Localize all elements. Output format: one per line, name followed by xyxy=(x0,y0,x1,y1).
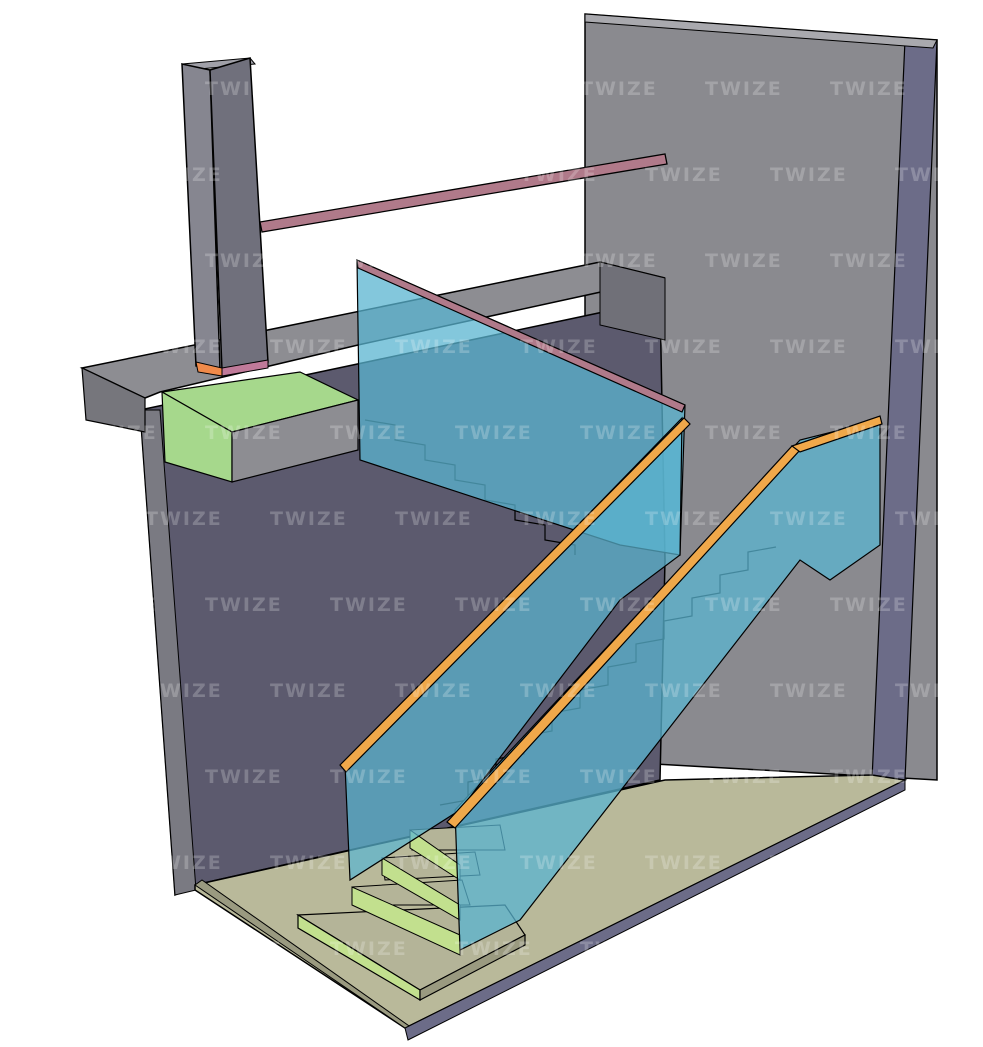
watermark-text: TWIZE xyxy=(705,766,783,788)
watermark-text: TWIZE xyxy=(80,766,158,788)
watermark-text: TWIZE xyxy=(330,938,408,960)
watermark-text: TWIZE xyxy=(145,164,223,186)
watermark-text: TWIZE xyxy=(270,852,348,874)
watermark-text: TWIZE xyxy=(830,422,908,444)
right-glass-panel xyxy=(454,419,881,951)
watermark-text: TWIZE xyxy=(455,422,533,444)
watermark-text: TWIZE xyxy=(520,164,598,186)
watermark-text: TWIZE xyxy=(205,594,283,616)
watermark-text: TWIZE xyxy=(20,852,98,874)
watermark-text: TWIZE xyxy=(205,422,283,444)
watermark-text: TWIZE xyxy=(455,594,533,616)
watermark-text: TWIZE xyxy=(520,508,598,530)
watermark-text: TWIZE xyxy=(705,422,783,444)
watermark-text: TWIZE xyxy=(645,336,723,358)
watermark-text: TWIZE xyxy=(645,508,723,530)
watermark-text: TWIZE xyxy=(830,250,908,272)
watermark-text: TWIZE xyxy=(395,508,473,530)
watermark-text: TWIZE xyxy=(205,938,283,960)
watermark-text: TWIZE xyxy=(830,766,908,788)
watermark-text: TWIZE xyxy=(270,336,348,358)
watermark-text: TWIZE xyxy=(455,250,533,272)
watermark-text: TWIZE xyxy=(955,766,983,788)
watermark-text: TWIZE xyxy=(830,78,908,100)
watermark-text: TWIZE xyxy=(705,250,783,272)
watermark-text: TWIZE xyxy=(770,852,848,874)
watermark-text: TWIZE xyxy=(645,680,723,702)
watermark-text: TWIZE xyxy=(455,766,533,788)
watermark-text: TWIZE xyxy=(520,336,598,358)
watermark-text: TWIZE xyxy=(580,938,658,960)
watermark-text: TWIZE xyxy=(955,78,983,100)
watermark-text: TWIZE xyxy=(270,164,348,186)
watermark-text: TWIZE xyxy=(395,164,473,186)
watermark-text: TWIZE xyxy=(80,938,158,960)
watermark-text: TWIZE xyxy=(955,938,983,960)
watermark-text: TWIZE xyxy=(205,78,283,100)
watermark-text: TWIZE xyxy=(455,938,533,960)
watermark-text: TWIZE xyxy=(330,78,408,100)
watermark-text: TWIZE xyxy=(520,852,598,874)
watermark-text: TWIZE xyxy=(705,78,783,100)
green-block xyxy=(160,371,360,483)
watermark-text: TWIZE xyxy=(20,680,98,702)
watermark-text: TWIZE xyxy=(395,336,473,358)
watermark-text: TWIZE xyxy=(830,594,908,616)
watermark-text: TWIZE xyxy=(330,422,408,444)
watermark-text: TWIZE xyxy=(895,508,973,530)
watermark-text: TWIZE xyxy=(330,594,408,616)
watermark-text: TWIZE xyxy=(580,594,658,616)
upper-rail xyxy=(259,153,668,233)
watermark-text: TWIZE xyxy=(395,852,473,874)
watermark-text: TWIZE xyxy=(80,78,158,100)
watermark-text: TWIZE xyxy=(895,336,973,358)
watermark-text: TWIZE xyxy=(580,766,658,788)
watermark-text: TWIZE xyxy=(270,508,348,530)
watermark-text: TWIZE xyxy=(955,250,983,272)
watermark-text: TWIZE xyxy=(895,164,973,186)
watermark-text: TWIZE xyxy=(520,680,598,702)
watermark-text: TWIZE xyxy=(20,508,98,530)
watermark-text: TWIZE xyxy=(580,250,658,272)
watermark-text: TWIZE xyxy=(580,422,658,444)
watermark-text: TWIZE xyxy=(770,508,848,530)
watermark-text: TWIZE xyxy=(895,680,973,702)
watermark-text: TWIZE xyxy=(80,250,158,272)
watermark-layer: TWIZE TWIZE TWIZE TWIZE TWIZE TWIZE TWIZE TWIZE… xyxy=(20,78,983,960)
watermark-text: TWIZE xyxy=(955,594,983,616)
watermark-text: TWIZE xyxy=(20,336,98,358)
watermark-text: TWIZE xyxy=(270,680,348,702)
handrails xyxy=(339,415,883,829)
watermark-text: TWIZE xyxy=(205,250,283,272)
watermark-text: TWIZE xyxy=(580,78,658,100)
watermark-text: TWIZE xyxy=(205,766,283,788)
watermark-text: TWIZE xyxy=(770,680,848,702)
watermark-text: TWIZE xyxy=(145,336,223,358)
watermark-text: TWIZE xyxy=(955,422,983,444)
watermark-text: TWIZE xyxy=(830,938,908,960)
watermark-text: TWIZE xyxy=(20,164,98,186)
watermark-text: TWIZE xyxy=(80,594,158,616)
watermark-text: TWIZE xyxy=(770,164,848,186)
watermark-text: TWIZE xyxy=(145,508,223,530)
watermark-text: TWIZE xyxy=(645,852,723,874)
watermark-text: TWIZE xyxy=(80,422,158,444)
watermark-text: TWIZE xyxy=(645,164,723,186)
watermark-text: TWIZE xyxy=(330,766,408,788)
column xyxy=(180,57,269,377)
watermark-text: TWIZE xyxy=(705,938,783,960)
watermark-text: TWIZE xyxy=(705,594,783,616)
watermark-text: TWIZE xyxy=(145,680,223,702)
watermark-text: TWIZE xyxy=(145,852,223,874)
watermark-text: TWIZE xyxy=(395,680,473,702)
watermark-text: TWIZE xyxy=(770,336,848,358)
watermark-text: TWIZE xyxy=(455,78,533,100)
upper-glass-panel xyxy=(356,259,686,556)
watermark-text: TWIZE xyxy=(330,250,408,272)
watermark-text: TWIZE xyxy=(895,852,973,874)
left-glass-panel xyxy=(344,416,683,882)
